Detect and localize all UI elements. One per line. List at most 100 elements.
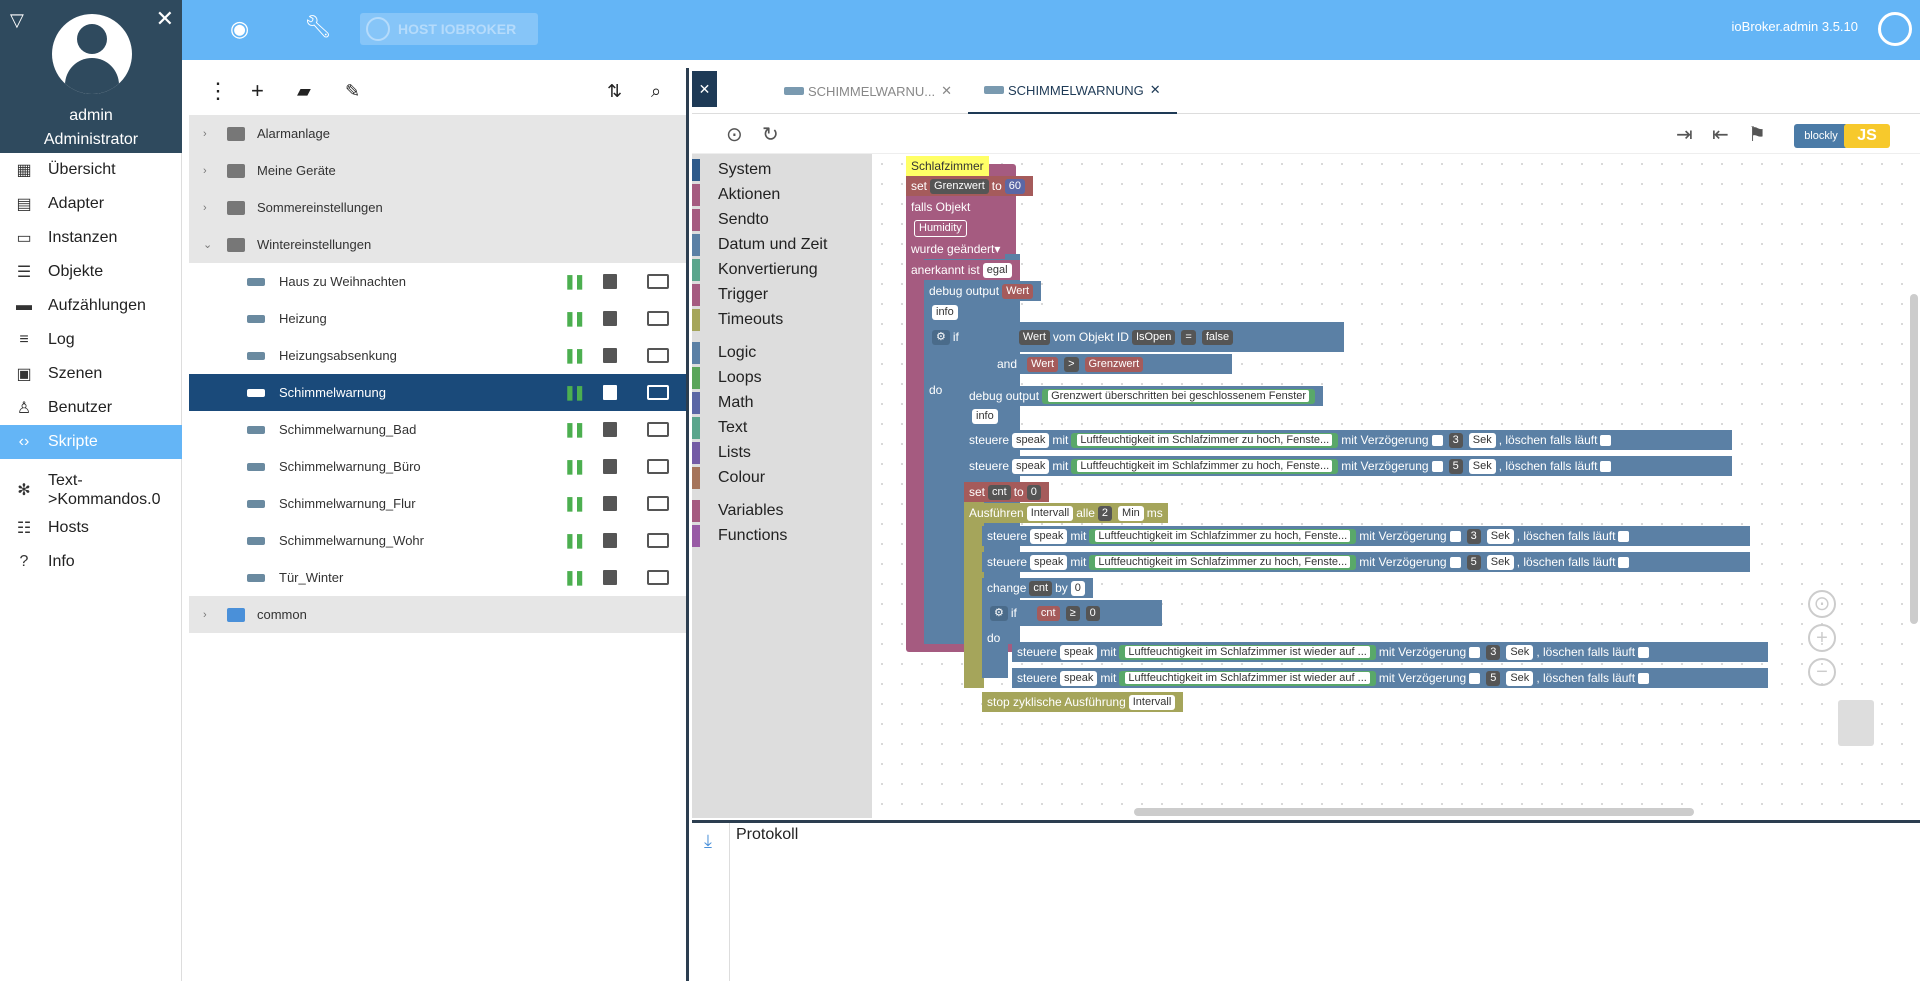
folder-row[interactable]: ›Sommereinstellungen	[189, 189, 686, 226]
script-row[interactable]: Schimmelwarnung_Wohr❚❚	[189, 522, 686, 559]
toolbox-category[interactable]: Datum und Zeit	[692, 233, 872, 257]
checkbox[interactable]	[1638, 672, 1650, 684]
checkbox[interactable]	[1431, 434, 1443, 446]
pause-icon[interactable]: ❚❚	[564, 532, 586, 548]
folder-row-open[interactable]: ⌄Wintereinstellungen	[189, 226, 686, 263]
zoom-out-icon[interactable]: −	[1808, 658, 1836, 686]
checkbox[interactable]	[1469, 672, 1481, 684]
trash-icon[interactable]	[603, 570, 617, 585]
toolbox-category[interactable]: Math	[692, 391, 872, 415]
toolbox-category[interactable]: Logic	[692, 341, 872, 365]
sidebar-item-scripts[interactable]: ‹›Skripte	[0, 425, 182, 459]
script-row[interactable]: Heizung❚❚	[189, 300, 686, 337]
export-icon[interactable]	[647, 496, 669, 511]
toolbox-category[interactable]: Timeouts	[692, 308, 872, 332]
close-editor-icon[interactable]: ✕	[692, 71, 717, 107]
pause-icon[interactable]: ❚❚	[564, 421, 586, 437]
script-row[interactable]: Schimmelwarnung_Bad❚❚	[189, 411, 686, 448]
refresh-icon[interactable]: ↻	[762, 124, 779, 146]
trash-icon[interactable]	[603, 533, 617, 548]
export-icon[interactable]	[647, 570, 669, 585]
locate-icon[interactable]: ⊙	[726, 124, 743, 146]
sidebar-item-objects[interactable]: ☰Objekte	[0, 255, 182, 289]
add-icon[interactable]: +	[251, 78, 264, 103]
pause-icon[interactable]: ❚❚	[564, 569, 586, 585]
checkbox[interactable]	[1469, 646, 1481, 658]
sidebar-item-text-commands[interactable]: ✻Text->Kommandos.0	[0, 465, 182, 515]
pause-icon[interactable]: ❚❚	[564, 384, 586, 400]
toolbox-category[interactable]: Aktionen	[692, 183, 872, 207]
horizontal-scrollbar[interactable]	[1134, 808, 1694, 816]
blockly-js-toggle[interactable]: blockly JS	[1794, 124, 1890, 148]
sort-icon[interactable]: ⇅	[607, 81, 623, 101]
pause-icon[interactable]: ❚❚	[564, 458, 586, 474]
tab-script-1[interactable]: SCHIMMELWARNU...✕	[768, 68, 968, 114]
checkbox[interactable]	[1449, 530, 1461, 542]
toolbox-category[interactable]: Functions	[692, 524, 872, 548]
trash-icon[interactable]	[603, 348, 617, 363]
sidebar-item-enums[interactable]: ▬Aufzählungen	[0, 289, 182, 323]
trashcan-icon[interactable]	[1838, 700, 1874, 746]
download-icon[interactable]: ⤓	[704, 831, 712, 851]
pause-icon[interactable]: ❚❚	[564, 347, 586, 363]
trash-icon[interactable]	[603, 311, 617, 326]
script-row[interactable]: Haus zu Weihnachten❚❚	[189, 263, 686, 300]
toolbox-category[interactable]: Text	[692, 416, 872, 440]
close-tab-icon[interactable]: ✕	[1149, 82, 1161, 97]
pause-icon[interactable]: ❚❚	[564, 273, 586, 289]
debug-level-dropdown[interactable]: info	[924, 302, 966, 322]
export-icon[interactable]	[647, 274, 669, 289]
checkbox[interactable]	[1449, 556, 1461, 568]
comment-block[interactable]: Schlafzimmer	[906, 156, 989, 176]
edit-icon[interactable]: ✎	[345, 81, 361, 101]
sidebar-item-log[interactable]: ≡Log	[0, 323, 182, 357]
export-icon[interactable]	[647, 459, 669, 474]
folder-row[interactable]: ›Meine Geräte	[189, 152, 686, 189]
trash-icon[interactable]	[603, 385, 617, 400]
script-row-selected[interactable]: Schimmelwarnung❚❚	[189, 374, 686, 411]
close-tab-icon[interactable]: ✕	[941, 83, 953, 98]
export-icon[interactable]	[647, 422, 669, 437]
trash-icon[interactable]	[603, 422, 617, 437]
close-icon[interactable]: ✕	[155, 6, 174, 31]
new-folder-icon[interactable]: ▰	[297, 81, 311, 101]
sidebar-item-hosts[interactable]: ☷Hosts	[0, 511, 182, 545]
trash-icon[interactable]	[603, 496, 617, 511]
export-icon[interactable]	[647, 348, 669, 363]
script-row[interactable]: Schimmelwarnung_Flur❚❚	[189, 485, 686, 522]
checkbox[interactable]	[1618, 530, 1630, 542]
toolbox-category[interactable]: Trigger	[692, 283, 872, 307]
eye-icon[interactable]: ◉	[230, 16, 250, 41]
checkered-flag-icon[interactable]: ⚑	[1748, 124, 1766, 146]
trash-icon[interactable]	[603, 459, 617, 474]
export-icon[interactable]	[647, 385, 669, 400]
toolbox-category[interactable]: System	[692, 158, 872, 182]
pause-icon[interactable]: ❚❚	[564, 310, 586, 326]
trash-icon[interactable]	[603, 274, 617, 289]
sidebar-item-info[interactable]: ?Info	[0, 545, 182, 579]
sidebar-item-scenes[interactable]: ▣Szenen	[0, 357, 182, 391]
toolbox-category[interactable]: Sendto	[692, 208, 872, 232]
script-row[interactable]: Heizungsabsenkung❚❚	[189, 337, 686, 374]
center-icon[interactable]: ⊙	[1808, 590, 1836, 618]
checkbox[interactable]	[1600, 434, 1612, 446]
folder-row[interactable]: ›Alarmanlage	[189, 115, 686, 152]
sidebar-item-users[interactable]: ♙Benutzer	[0, 391, 182, 425]
toolbox-category[interactable]: Colour	[692, 466, 872, 490]
script-row[interactable]: Tür_Winter❚❚	[189, 559, 686, 596]
sidebar-item-adapter[interactable]: ▤Adapter	[0, 187, 182, 221]
export-blocks-icon[interactable]: ⇥	[1676, 124, 1693, 146]
pause-icon[interactable]: ❚❚	[564, 495, 586, 511]
import-blocks-icon[interactable]: ⇤	[1712, 124, 1729, 146]
